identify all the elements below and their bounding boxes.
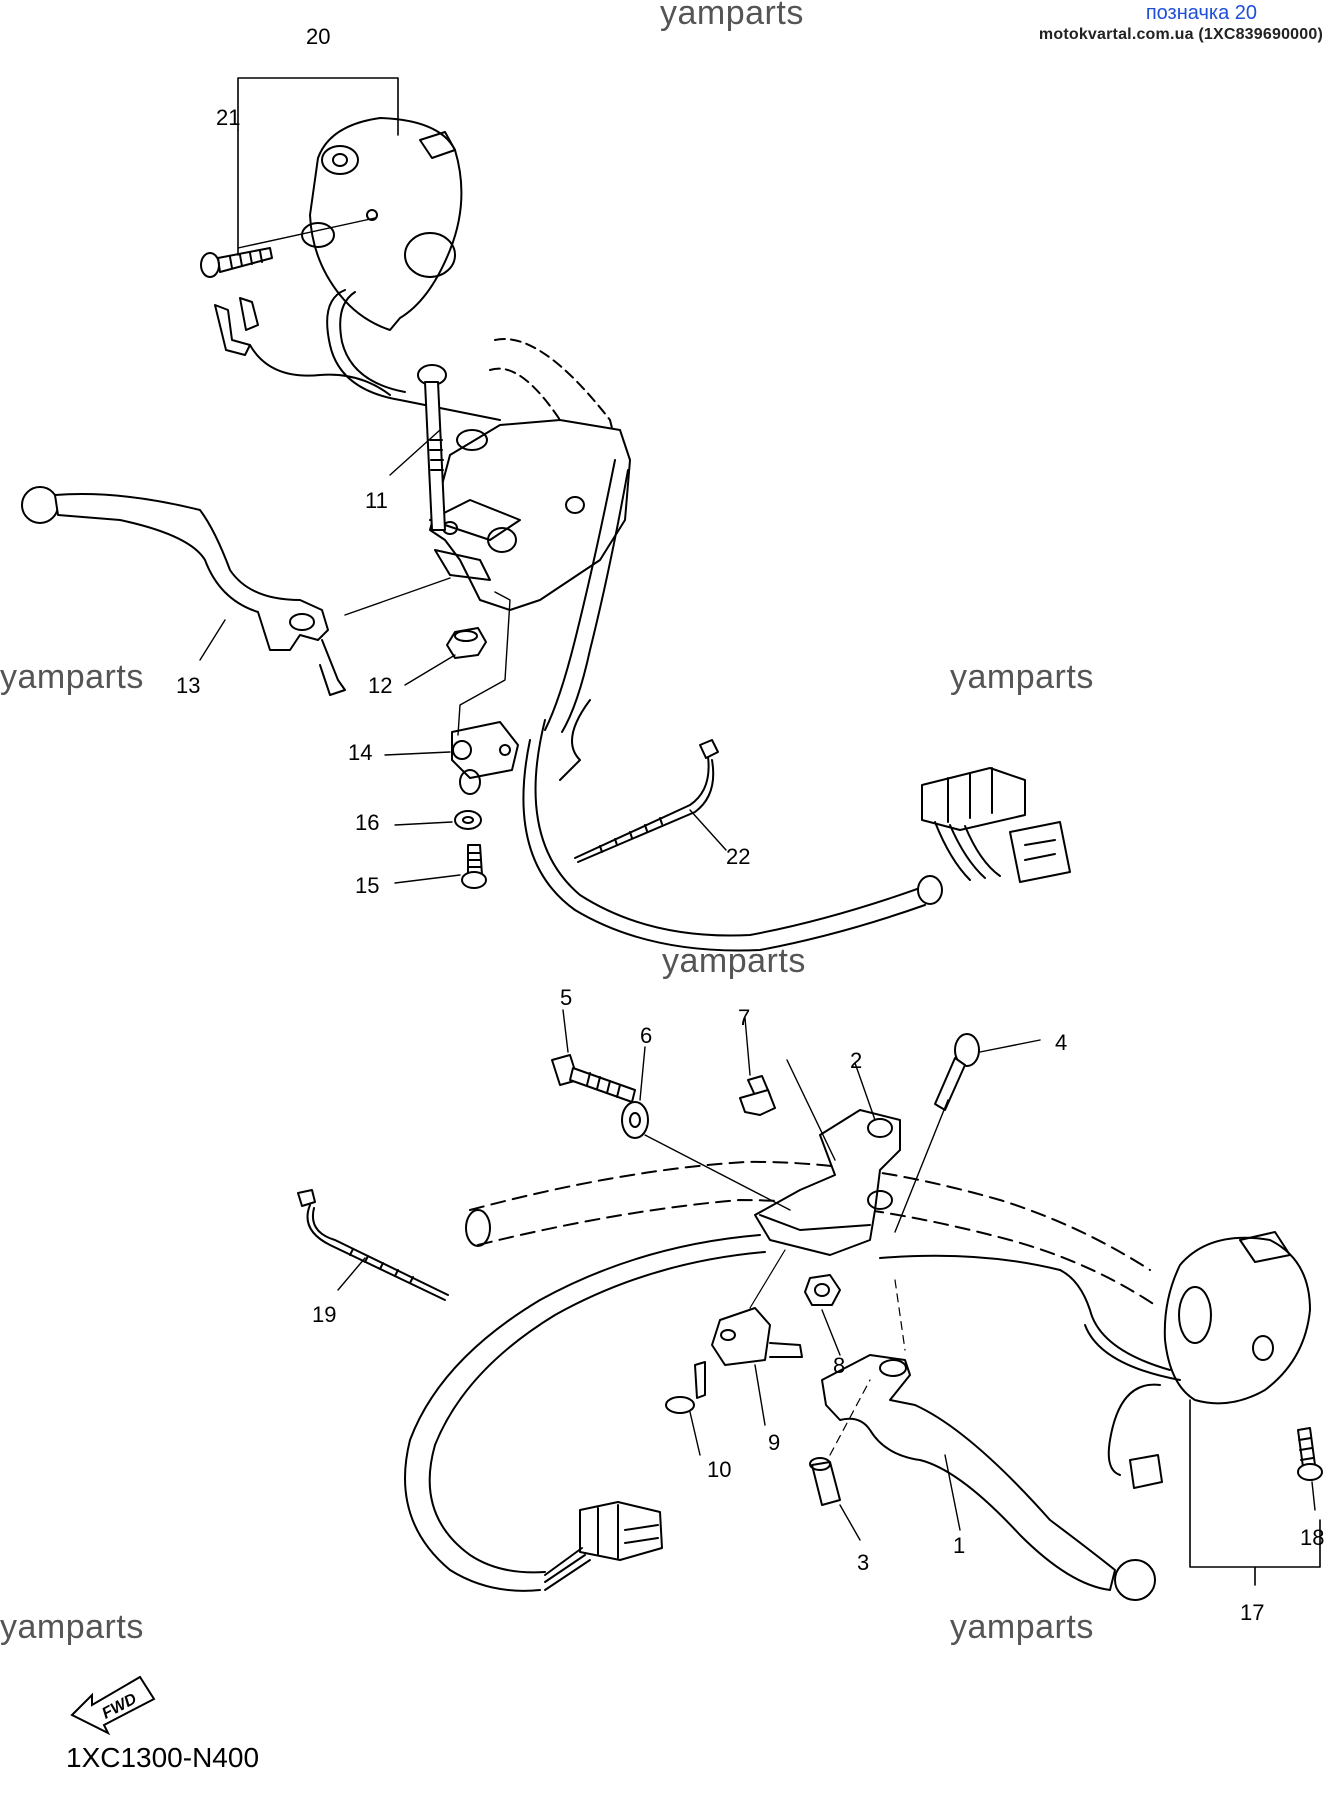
- header-label[interactable]: позначка 20: [1145, 2, 1257, 24]
- brake-master-cylinder: [429, 419, 631, 611]
- nut-8: [804, 1274, 841, 1306]
- clutch-lever-1: [821, 1354, 1156, 1601]
- connector-top: [917, 767, 1071, 905]
- cable-tie-19: [297, 1189, 449, 1301]
- callout-12: 12: [368, 673, 392, 698]
- watermark-right-upper: yamparts: [950, 658, 1094, 696]
- header-source: motokvartal.com.ua (1XC839690000): [1038, 26, 1323, 43]
- screw-18: [1297, 1427, 1323, 1481]
- callout-11: 11: [365, 488, 388, 513]
- callout-5: 5: [560, 985, 572, 1010]
- nut-12: [446, 627, 487, 659]
- clutch-bracket-2: [754, 1109, 901, 1256]
- callout-9: 9: [768, 1430, 780, 1455]
- collar-3: [809, 1457, 841, 1506]
- washer-16: [454, 810, 482, 830]
- screw-10: [665, 1361, 706, 1414]
- watermark-middle: yamparts: [662, 942, 806, 980]
- callout-10: 10: [707, 1457, 731, 1482]
- callout-20: 20: [306, 24, 330, 49]
- callout-16: 16: [355, 810, 379, 835]
- callout-8: 8: [833, 1353, 845, 1378]
- watermark-left-upper: yamparts: [0, 658, 144, 696]
- fwd-arrow-icon: FWD: [70, 1675, 156, 1735]
- handlebar-switch-left: [301, 117, 463, 331]
- callout-1: 1: [953, 1533, 965, 1558]
- callout-15: 15: [355, 873, 379, 898]
- callout-17: 17: [1240, 1600, 1264, 1625]
- callout-2: 2: [850, 1048, 862, 1073]
- cable-tie-22: [574, 739, 719, 863]
- connector-bottom: [544, 1501, 663, 1591]
- screw-21: [200, 247, 273, 278]
- screw-15: [461, 844, 487, 889]
- diagram-code: 1XC1300-N400: [66, 1742, 260, 1773]
- bolt-5: [551, 1054, 636, 1103]
- callout-18: 18: [1300, 1525, 1324, 1550]
- screw-7: [739, 1075, 776, 1116]
- watermark-left-lower: yamparts: [0, 1608, 144, 1646]
- watermark-top: yamparts: [660, 0, 804, 32]
- callout-14: 14: [348, 740, 372, 765]
- watermark-right-lower: yamparts: [950, 1608, 1094, 1646]
- callout-19: 19: [312, 1302, 336, 1327]
- handlebar-switch-right: [1163, 1231, 1311, 1405]
- bolt-4: [934, 1033, 980, 1111]
- brake-switch-14: [451, 721, 519, 795]
- callout-13: 13: [176, 673, 200, 698]
- callout-22: 22: [726, 844, 750, 869]
- callout-6: 6: [640, 1023, 652, 1048]
- callout-7: 7: [738, 1005, 750, 1030]
- bolt-11: [417, 364, 447, 531]
- clutch-switch-9: [711, 1307, 803, 1366]
- brake-lever-13: [21, 486, 346, 696]
- callout-4: 4: [1055, 1030, 1067, 1055]
- washer-6: [621, 1101, 649, 1139]
- callout-21: 21: [216, 105, 240, 130]
- callout-3: 3: [857, 1550, 869, 1575]
